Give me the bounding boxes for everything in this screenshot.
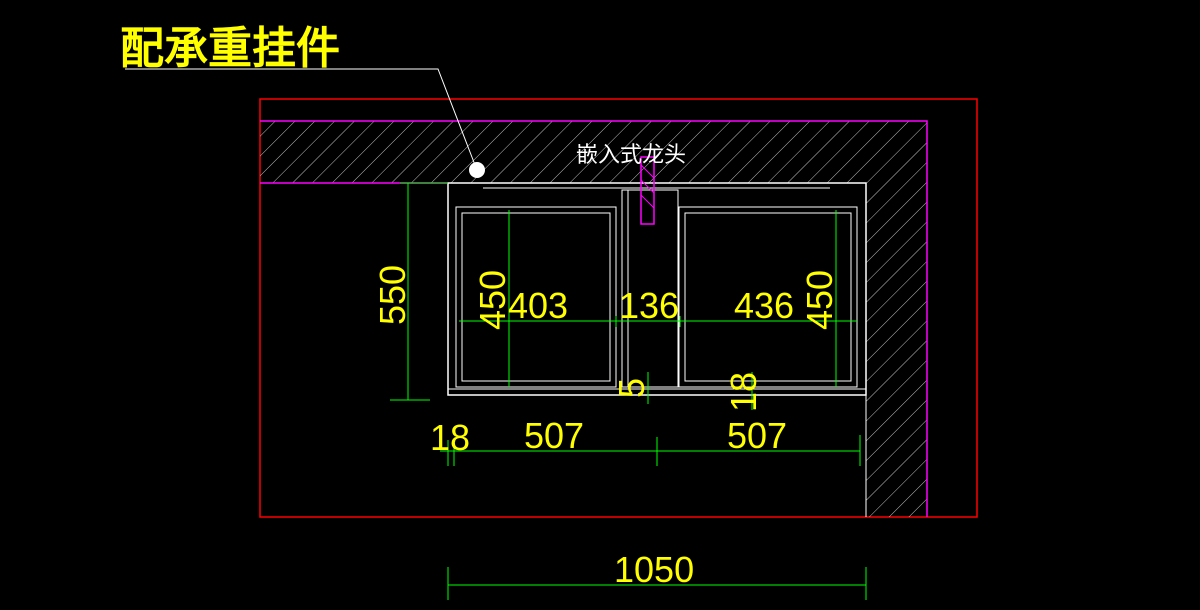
dim-136: 136 bbox=[619, 285, 679, 326]
dim-436: 436 bbox=[734, 285, 794, 326]
dim-right-18: 18 bbox=[723, 372, 764, 412]
dim-left-507: 507 bbox=[524, 415, 584, 456]
left-door-outer bbox=[455, 206, 617, 388]
hanger-dot bbox=[469, 162, 485, 178]
left-door-inner bbox=[461, 212, 611, 382]
faucet-hatch-1 bbox=[640, 164, 655, 179]
dim-1050: 1050 bbox=[614, 549, 694, 590]
wall-hatch bbox=[260, 121, 927, 517]
dim-left-450: 450 bbox=[472, 270, 513, 330]
dim-550: 550 bbox=[372, 265, 413, 325]
faucet-label: 嵌入式龙头 bbox=[576, 143, 686, 168]
wall-outline bbox=[260, 120, 928, 517]
dim-left-18: 18 bbox=[430, 417, 470, 458]
dim-403: 403 bbox=[508, 285, 568, 326]
title-label: 配承重挂件 bbox=[120, 23, 340, 74]
dim-right-450: 450 bbox=[799, 270, 840, 330]
faucet-hatch-2 bbox=[640, 179, 655, 194]
right-door-inner bbox=[684, 212, 852, 382]
dim-right-507: 507 bbox=[727, 415, 787, 456]
leader-line bbox=[125, 68, 476, 166]
right-door-outer bbox=[678, 206, 858, 388]
faucet-hatch-3 bbox=[640, 194, 655, 209]
dim-5: 5 bbox=[611, 378, 652, 398]
faucet bbox=[640, 156, 655, 225]
dimension-lines bbox=[390, 182, 867, 600]
cabinet-outer bbox=[447, 182, 867, 396]
middle-column bbox=[621, 189, 679, 388]
outer-frame bbox=[259, 98, 978, 518]
